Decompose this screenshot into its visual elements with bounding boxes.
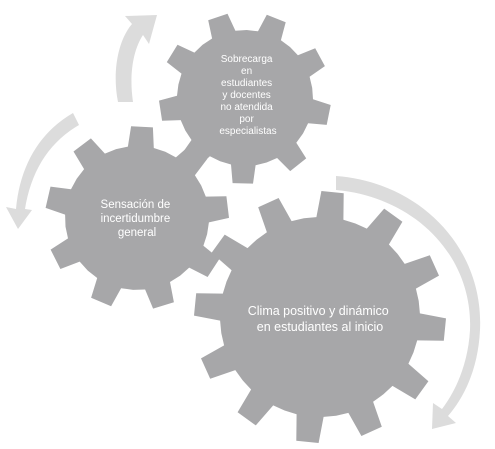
gear-top-label: Sobrecarga en estudiantes y docentes no … <box>219 54 276 137</box>
cycle-arrow-left <box>6 113 79 229</box>
gear-middle-label: Sensación de incertidumbre general <box>101 199 174 239</box>
gear-middle-label-line: Sensación de <box>101 199 171 211</box>
gear-top <box>159 13 331 184</box>
gear-middle-label-line: incertidumbre <box>101 213 171 225</box>
cycle-arrow-right <box>336 176 481 429</box>
gear-top-label-line: estudiantes <box>221 78 272 89</box>
gear-top-label-line: y docentes <box>222 90 270 101</box>
gear-large <box>194 191 446 443</box>
gear-top-label-line: no atendida <box>220 102 273 113</box>
gear-middle-label-line: general <box>118 227 156 239</box>
gear-top-label-line: Sobrecarga <box>221 54 273 65</box>
gear-large-label-line: Clima positivo y dinámico <box>248 304 389 318</box>
gear-large-label: Clima positivo y dinámico en estudiantes… <box>248 304 393 334</box>
gear-top-label-line: en <box>241 66 252 77</box>
gear-middle <box>45 126 229 309</box>
cycle-arrow-top <box>115 15 157 102</box>
gear-top-label-line: por <box>239 114 254 125</box>
gear-large-label-line: en estudiantes al inicio <box>257 320 384 334</box>
gear-top-label-line: especialistas <box>219 126 276 137</box>
